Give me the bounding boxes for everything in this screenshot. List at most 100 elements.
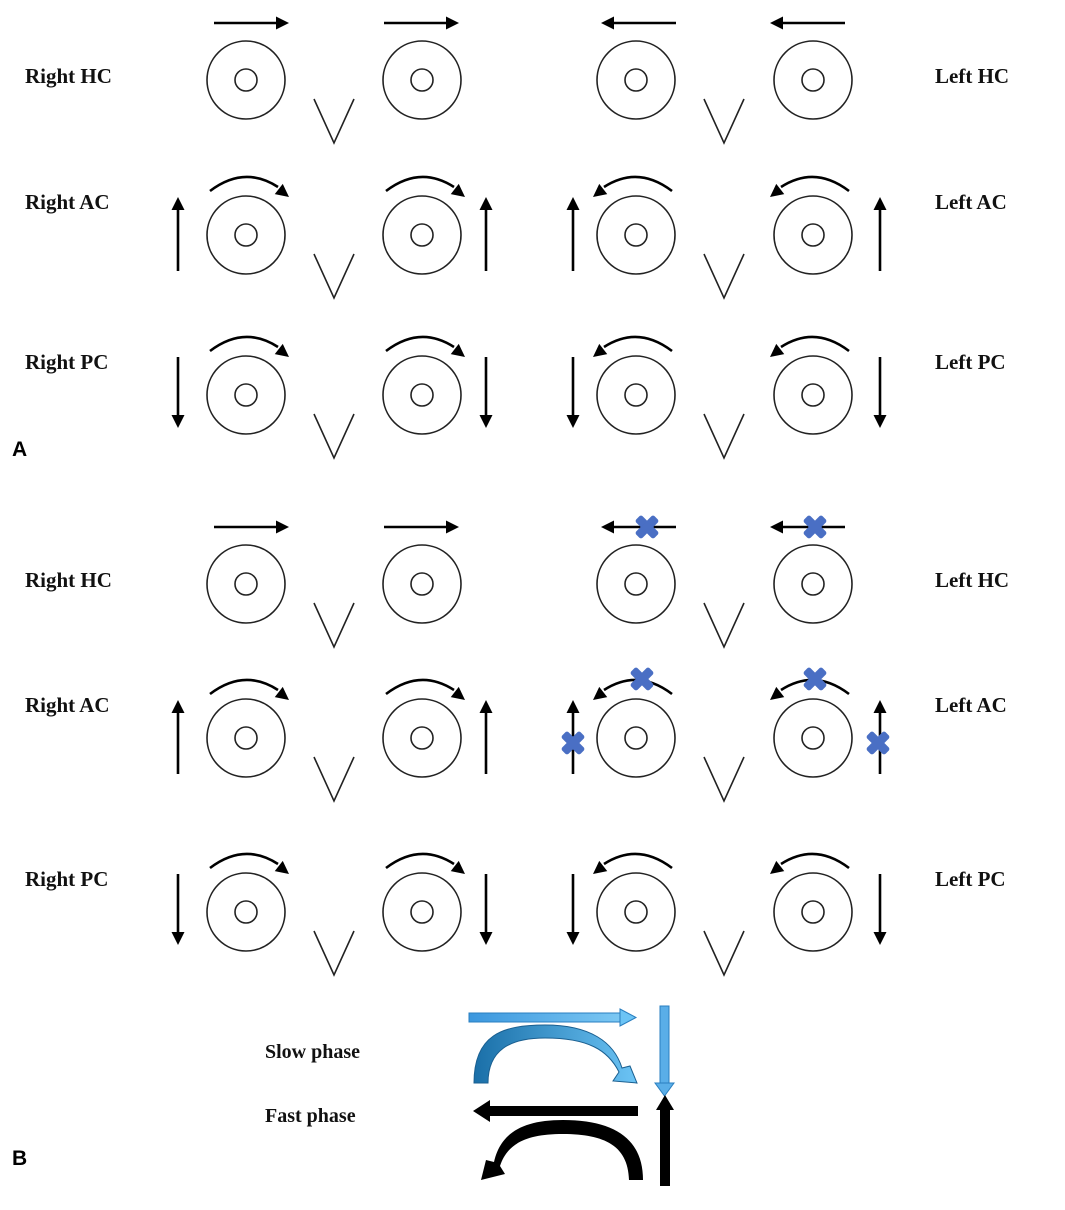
nose-v-icon-pc-1 [313, 413, 355, 460]
vertical-arrow-pc-2 [479, 357, 493, 428]
arrow-right-hc-2-head [446, 16, 459, 30]
torsion-arrow-pc-4-head [770, 343, 785, 357]
nose-v-icon-ac-1 [313, 253, 355, 300]
nose-v-icon-ac-2 [703, 756, 745, 803]
panel-a-label: A [12, 438, 27, 461]
eye-icon-ac-2 [382, 698, 462, 778]
vertical-arrow-ac-1-head [171, 197, 185, 210]
eye-icon-ac-2 [382, 195, 462, 275]
panel-a-row-pc: Right PC Left PC [25, 335, 1006, 460]
arrow-left-hc-2-head [770, 520, 783, 534]
torsion-arrow-pc-1 [209, 852, 289, 874]
row-label-right-pc: Right PC [25, 350, 108, 374]
nose-v-icon-hc-2 [703, 602, 745, 649]
fast-phase-torsional-arrow-icon [481, 1120, 643, 1180]
row-label-right-ac: Right AC [25, 693, 110, 717]
vertical-arrow-ac-1 [171, 197, 185, 271]
vertical-arrow-pc-1-head [171, 415, 185, 428]
slow-phase-torsional-arrow-icon [473, 1024, 638, 1084]
torsion-arrow-ac-2 [385, 175, 465, 197]
eye-icon-hc-3 [596, 544, 676, 624]
torsion-arrow-pc-3 [593, 852, 673, 874]
panel-b-row-ac: Right AC Left AC [25, 666, 1007, 803]
eye-icon-hc-4 [773, 544, 853, 624]
arrow-left-hc-1 [601, 16, 676, 30]
row-label-right-ac: Right AC [25, 190, 110, 214]
torsion-arrow-ac-2-head [450, 686, 465, 700]
nose-v-icon-pc-1 [313, 930, 355, 977]
torsion-arrow-pc-2-head [450, 860, 465, 874]
arrow-right-hc-2-head [446, 520, 459, 534]
torsion-arrow-pc-3-head [593, 343, 608, 357]
torsion-arrow-pc-1-head [274, 860, 289, 874]
vertical-arrow-pc-1-head [171, 932, 185, 945]
arrow-left-hc-1-head [601, 520, 614, 534]
fast-phase-vertical-arrow-icon [656, 1095, 674, 1186]
arrow-left-hc-2 [770, 16, 845, 30]
nose-v-icon-hc-1 [313, 98, 355, 145]
cross-block-icon-left-ac-vert-2 [865, 730, 891, 756]
row-label-left-pc: Left PC [935, 867, 1006, 891]
torsion-arrow-ac-3-head [593, 183, 608, 197]
torsion-arrow-ac-2-head [450, 183, 465, 197]
vertical-arrow-pc-1 [171, 874, 185, 945]
nose-v-icon-ac-2 [703, 253, 745, 300]
eye-icon-pc-3 [596, 872, 676, 952]
torsion-arrow-ac-4-head [770, 183, 785, 197]
arrow-right-hc-1-head [276, 16, 289, 30]
vertical-arrow-ac-4-head [873, 700, 887, 713]
fast-phase-horizontal-arrow-icon [473, 1100, 638, 1122]
torsion-arrow-ac-1 [209, 678, 289, 700]
vertical-arrow-pc-2-head [479, 415, 493, 428]
arrow-right-hc-1 [214, 520, 289, 534]
vertical-arrow-ac-3-head [566, 197, 580, 210]
nose-v-icon-hc-1 [313, 602, 355, 649]
eye-icon-pc-2 [382, 872, 462, 952]
torsion-arrow-ac-3 [593, 175, 673, 197]
eye-icon-hc-1 [206, 544, 286, 624]
legend-slow-phase-label: Slow phase [265, 1041, 360, 1063]
torsion-arrow-pc-3 [593, 335, 673, 357]
vertical-arrow-pc-1 [171, 357, 185, 428]
eye-icon-ac-4 [773, 195, 853, 275]
nose-v-icon-pc-2 [703, 413, 745, 460]
nose-v-icon-hc-2 [703, 98, 745, 145]
arrow-left-hc-1-head [601, 16, 614, 30]
vertical-arrow-pc-4 [873, 874, 887, 945]
vertical-arrow-pc-2 [479, 874, 493, 945]
eye-icon-hc-3 [596, 40, 676, 120]
torsion-arrow-ac-1-head [274, 686, 289, 700]
torsion-arrow-pc-4 [770, 852, 850, 874]
row-label-left-pc: Left PC [935, 350, 1006, 374]
vertical-arrow-ac-3-head [566, 700, 580, 713]
vertical-arrow-pc-3 [566, 357, 580, 428]
row-label-left-ac: Left AC [935, 693, 1007, 717]
vertical-arrow-ac-1 [171, 700, 185, 774]
eye-icon-pc-3 [596, 355, 676, 435]
eye-icon-pc-1 [206, 872, 286, 952]
vertical-arrow-pc-3 [566, 874, 580, 945]
arrow-right-hc-1 [214, 16, 289, 30]
torsion-arrow-ac-4-head [770, 686, 785, 700]
arrow-right-hc-1-head [276, 520, 289, 534]
vertical-arrow-ac-2 [479, 197, 493, 271]
vertical-arrow-pc-3-head [566, 415, 580, 428]
eye-icon-ac-4 [773, 698, 853, 778]
torsion-arrow-ac-3 [593, 678, 673, 700]
arrow-left-hc-2-head [770, 16, 783, 30]
row-label-left-hc: Left HC [935, 568, 1009, 592]
eye-icon-hc-2 [382, 40, 462, 120]
eye-icon-ac-3 [596, 195, 676, 275]
nose-v-icon-pc-2 [703, 930, 745, 977]
slow-phase-vertical-arrow-icon [654, 1005, 675, 1097]
vertical-arrow-pc-4 [873, 357, 887, 428]
torsion-arrow-pc-2-head [450, 343, 465, 357]
vertical-arrow-pc-3-head [566, 932, 580, 945]
torsion-arrow-pc-1 [209, 335, 289, 357]
vertical-arrow-ac-4-head [873, 197, 887, 210]
torsion-arrow-ac-3-head [593, 686, 608, 700]
